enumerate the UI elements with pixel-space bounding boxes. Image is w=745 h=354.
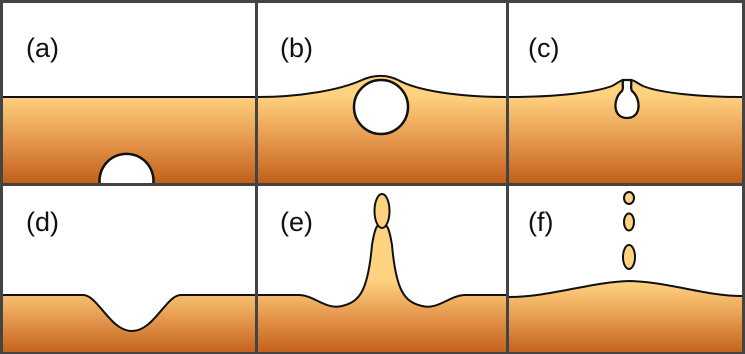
panel-e-label: (e) bbox=[280, 207, 313, 237]
panel-d-label: (d) bbox=[26, 207, 59, 237]
droplet bbox=[623, 212, 635, 232]
panel-b bbox=[258, 74, 506, 183]
bubble bbox=[352, 78, 410, 136]
liquid-surface bbox=[509, 279, 742, 298]
liquid-surface bbox=[3, 294, 255, 333]
panel-d bbox=[3, 294, 255, 354]
panel-e bbox=[258, 193, 506, 354]
panel-c-label: (c) bbox=[528, 33, 559, 63]
liquid-surface bbox=[509, 79, 742, 98]
liquid-pool bbox=[509, 80, 742, 183]
jet-tip-droplet bbox=[373, 193, 391, 229]
panel-a bbox=[3, 96, 255, 183]
liquid-pool bbox=[509, 281, 742, 354]
bubble-cavity bbox=[614, 78, 640, 120]
bubble bbox=[98, 152, 155, 183]
droplet bbox=[623, 191, 635, 205]
panel-f bbox=[509, 191, 742, 354]
panel-c bbox=[509, 78, 742, 183]
droplet bbox=[622, 244, 636, 270]
liquid-surface bbox=[258, 74, 506, 98]
panel-a-label: (a) bbox=[26, 33, 59, 63]
panel-f-label: (f) bbox=[528, 207, 553, 237]
liquid-pool bbox=[3, 295, 255, 354]
liquid-pool bbox=[258, 224, 506, 354]
panel-b-label: (b) bbox=[280, 33, 313, 63]
